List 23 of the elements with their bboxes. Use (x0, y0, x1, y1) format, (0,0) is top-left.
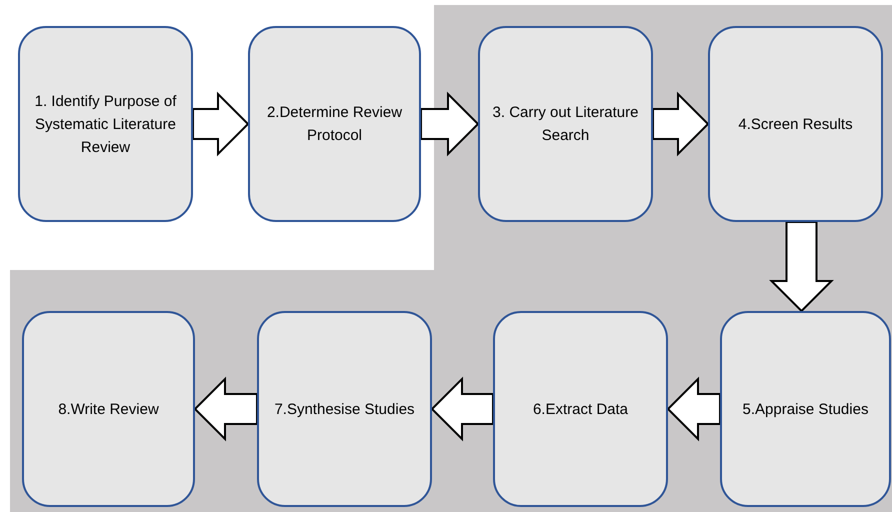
block-arrow (192, 92, 250, 156)
block-arrow (666, 376, 721, 442)
process-box (248, 26, 421, 222)
process-box (478, 26, 653, 222)
block-arrow (420, 92, 480, 156)
process-box (493, 311, 668, 507)
process-box (18, 26, 193, 222)
process-box (708, 26, 883, 222)
step-label: 7.Synthesise Studies (274, 400, 415, 420)
step-label: 2.Determine Review Protocol (266, 103, 404, 146)
block-arrow (430, 376, 494, 442)
process-box (22, 311, 195, 507)
step-label: 6.Extract Data (532, 400, 628, 420)
process-box (257, 311, 432, 507)
block-arrow (769, 221, 834, 312)
step-label: 1. Identify Purpose of Systematic Literature Review (34, 92, 178, 158)
step-label: 8.Write Review (58, 400, 159, 420)
block-arrow (652, 92, 710, 156)
block-arrow (194, 376, 258, 442)
process-box (720, 311, 891, 507)
step-label: 4.Screen Results (738, 114, 853, 134)
step-label: 5.Appraise Studies (742, 400, 868, 420)
step-label: 3. Carry out Literature Search (492, 103, 639, 146)
